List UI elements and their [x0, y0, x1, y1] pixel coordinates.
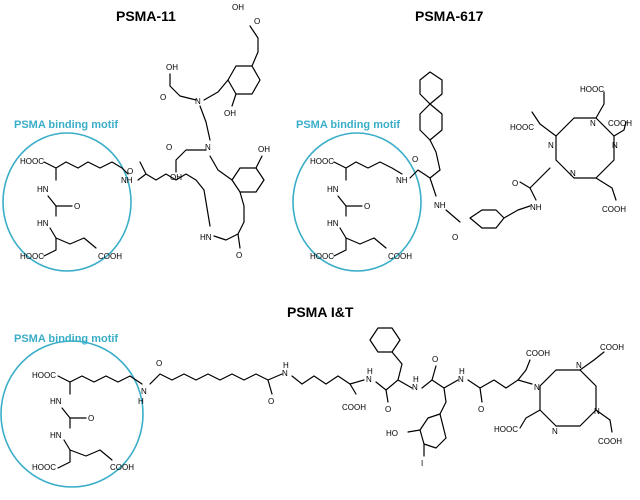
svg-text:HN: HN — [50, 397, 62, 406]
svg-text:O: O — [166, 143, 172, 152]
motif-ellipse-psma-it — [0, 340, 144, 488]
svg-text:N: N — [534, 383, 540, 392]
svg-text:N: N — [141, 387, 147, 396]
svg-text:HOOC: HOOC — [32, 371, 56, 380]
svg-text:COOH: COOH — [526, 349, 550, 358]
svg-text:HO: HO — [386, 429, 398, 438]
svg-text:O: O — [512, 179, 518, 188]
svg-text:HOOC: HOOC — [32, 463, 56, 472]
motif-ellipse-psma-11 — [2, 132, 132, 272]
svg-text:O: O — [385, 405, 391, 414]
svg-text:N: N — [412, 383, 418, 392]
svg-text:O: O — [452, 233, 458, 242]
svg-text:NH: NH — [530, 203, 542, 212]
svg-text:H: H — [459, 367, 465, 376]
svg-text:O: O — [236, 251, 242, 260]
svg-text:COOH: COOH — [110, 463, 134, 472]
motif-label-psma-11: PSMA binding motif — [14, 119, 119, 131]
svg-text:N: N — [594, 407, 600, 416]
svg-text:COOH: COOH — [342, 403, 366, 412]
svg-text:N: N — [612, 141, 618, 150]
svg-text:OH: OH — [170, 173, 182, 182]
svg-text:COOH: COOH — [598, 437, 622, 446]
svg-text:N: N — [195, 97, 201, 106]
svg-text:O: O — [160, 93, 166, 102]
svg-text:COOH: COOH — [388, 252, 412, 261]
svg-text:HOOC: HOOC — [310, 252, 334, 261]
svg-text:O: O — [127, 167, 133, 176]
psma-it-structure: HOOC N H HN O HN HOOC COOH O O N H COOH … — [32, 327, 624, 472]
svg-text:HOOC: HOOC — [20, 252, 44, 261]
svg-text:OH: OH — [224, 109, 236, 118]
svg-text:O: O — [432, 355, 438, 364]
psma-11-structure: HOOC NH HN O HN HOOC COOH O HN O OH N N … — [20, 3, 270, 261]
svg-text:HOOC: HOOC — [580, 85, 604, 94]
svg-text:H: H — [283, 361, 289, 370]
svg-text:HOOC: HOOC — [20, 157, 44, 166]
svg-text:N: N — [590, 119, 596, 128]
svg-text:O: O — [364, 202, 370, 211]
svg-text:COOH: COOH — [602, 205, 626, 214]
svg-text:COOH: COOH — [608, 119, 632, 128]
svg-text:N: N — [552, 427, 558, 436]
svg-text:HOOC: HOOC — [510, 123, 534, 132]
svg-text:COOH: COOH — [600, 343, 624, 352]
svg-text:I: I — [421, 459, 423, 468]
svg-text:NH: NH — [434, 201, 446, 210]
motif-label-psma-it: PSMA binding motif — [14, 333, 119, 345]
svg-text:COOH: COOH — [98, 252, 122, 261]
svg-text:H: H — [413, 375, 419, 384]
title-psma-11: PSMA-11 — [116, 8, 176, 24]
svg-text:O: O — [88, 414, 94, 423]
motif-ellipse-psma-617 — [292, 132, 422, 272]
svg-text:HN: HN — [50, 431, 62, 440]
svg-text:OH: OH — [232, 3, 244, 12]
svg-text:N: N — [576, 361, 582, 370]
svg-text:O: O — [156, 359, 162, 368]
svg-text:H: H — [138, 397, 144, 406]
svg-text:HOOC: HOOC — [310, 157, 334, 166]
svg-text:HN: HN — [37, 185, 49, 194]
svg-text:N: N — [458, 375, 464, 384]
svg-text:O: O — [268, 397, 274, 406]
svg-text:O: O — [74, 202, 80, 211]
svg-text:OH: OH — [166, 63, 178, 72]
svg-text:HN: HN — [37, 219, 49, 228]
svg-text:HN: HN — [200, 233, 212, 242]
svg-text:H: H — [367, 367, 373, 376]
svg-text:O: O — [412, 155, 418, 164]
svg-text:O: O — [254, 17, 260, 26]
motif-label-psma-617: PSMA binding motif — [296, 119, 401, 131]
svg-text:N: N — [570, 169, 576, 178]
svg-text:HOOC: HOOC — [494, 425, 518, 434]
svg-text:HN: HN — [327, 219, 339, 228]
svg-text:HN: HN — [327, 185, 339, 194]
svg-text:OH: OH — [258, 145, 270, 154]
title-psma-617: PSMA-617 — [415, 8, 484, 24]
psma-617-structure: HOOC NH HN O HN HOOC COOH O NH O NH O N … — [310, 71, 632, 261]
svg-text:N: N — [282, 369, 288, 378]
svg-text:NH: NH — [121, 176, 133, 185]
svg-text:O: O — [478, 405, 484, 414]
svg-text:N: N — [366, 375, 372, 384]
title-psma-it: PSMA I&T — [287, 304, 354, 320]
svg-text:N: N — [548, 141, 554, 150]
svg-text:NH: NH — [396, 176, 408, 185]
svg-text:N: N — [205, 143, 211, 152]
